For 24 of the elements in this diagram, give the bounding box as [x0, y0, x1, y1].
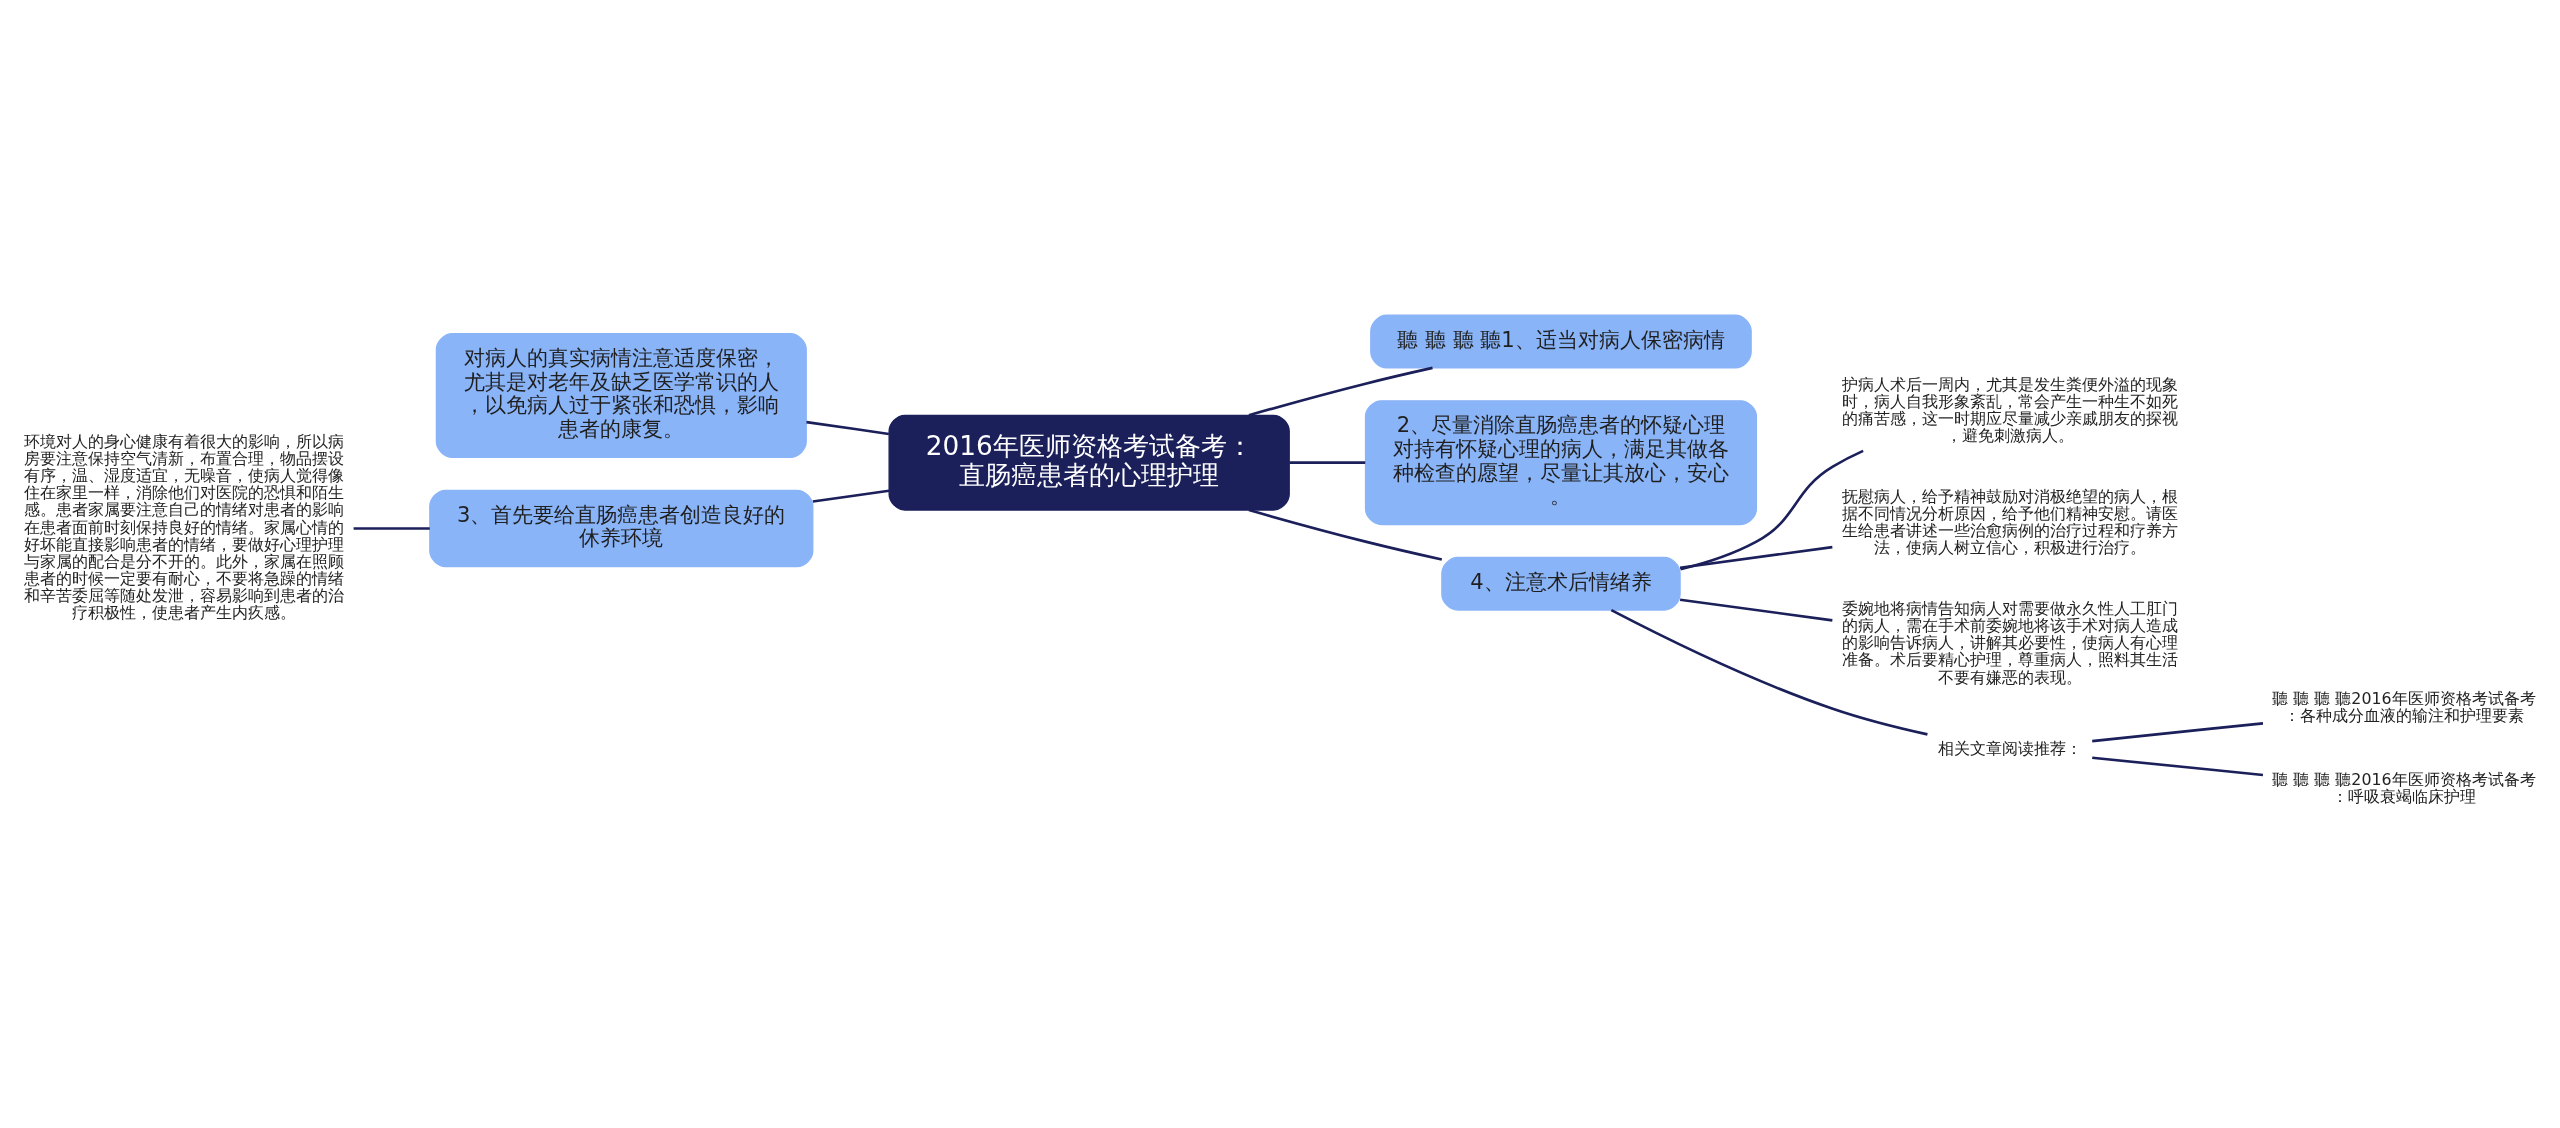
node-box: 2016年医师资格考试备考：直肠癌患者的心理护理 — [888, 414, 1290, 511]
connector — [353, 527, 430, 530]
node-box: 2、尽量消除直肠癌患者的怀疑心理对持有怀疑心理的病人，满足其做各种检查的愿望，尽量让其放心，安心。 — [1364, 400, 1758, 526]
node-text: 相关文章阅读推荐： — [1937, 738, 2082, 758]
connector — [806, 420, 890, 436]
connector — [2092, 722, 2264, 743]
node-box: 4、注意术后情绪养 — [1441, 556, 1681, 611]
connector — [1680, 449, 1864, 571]
connector — [1248, 508, 1443, 561]
connector — [2092, 756, 2264, 777]
connector — [1679, 545, 1833, 570]
node-text: 抚慰病人，给予精神鼓励对消极绝望的病人，根据不同情况分析原因，给予他们精神安慰。请医生给患者讲述一些治愈病例的治疗过程和疗养方法，使病人树立信心，积极进行治疗。 — [1841, 486, 2178, 557]
connector — [1610, 609, 1928, 736]
connector — [1289, 461, 1366, 464]
node-text: 聽 聽 聽 聽2016年医师资格考试备考：呼吸衰竭临床护理 — [2272, 769, 2536, 806]
node-text: 聽 聽 聽 聽2016年医师资格考试备考：各种成分血液的输注和护理要素 — [2272, 689, 2536, 726]
node-text: 环境对人的身心健康有着很大的影响，所以病房要注意保持空气清新，布置合理，物品摆设有序，温、湿度适宜，无噪音，使病人觉得像住在家里一样，消除他们对医院的恐惧和陌生感。患者家属要注意自己的情绪对患者的影响在患者面前时刻保持良好的情绪。家属心情的好坏能直接影响患者的情绪，要做好心理护理与家属的配合是分不开的。此外，家属在照顾患者的时候一定要有耐心，不要将急躁的情绪和辛苦委屈等随处发泄，容易影响到患者的治疗积极性，使患者产生内疚感。 — [24, 432, 345, 623]
connector — [812, 489, 890, 503]
node-text: 委婉地将病情告知病人对需要做永久性人工肛门的病人，需在手术前委婉地将该手术对病人造成的影响告诉病人，讲解其必要性，使病人有心理准备。术后要精心护理，尊重病人，照料其生活不要有嫌恶的表现。 — [1841, 599, 2178, 687]
connector — [1679, 598, 1833, 622]
node-box: 3、首先要给直肠癌患者创造良好的休养环境 — [429, 489, 814, 568]
node-text: 护病人术后一周内，尤其是发生粪便外溢的现象时，病人自我形象紊乱，常会产生一种生不如死的痛苦感，这一时期应尽量减少亲戚朋友的探视，避免刺激病人。 — [1841, 374, 2178, 446]
node-box: 对病人的真实病情注意适度保密，尤其是对老年及缺乏医学常识的人，以免病人过于紧张和恐惧，影响患者的康复。 — [435, 333, 807, 459]
node-box: 聽 聽 聽 聽1、适当对病人保密病情 — [1370, 314, 1752, 369]
